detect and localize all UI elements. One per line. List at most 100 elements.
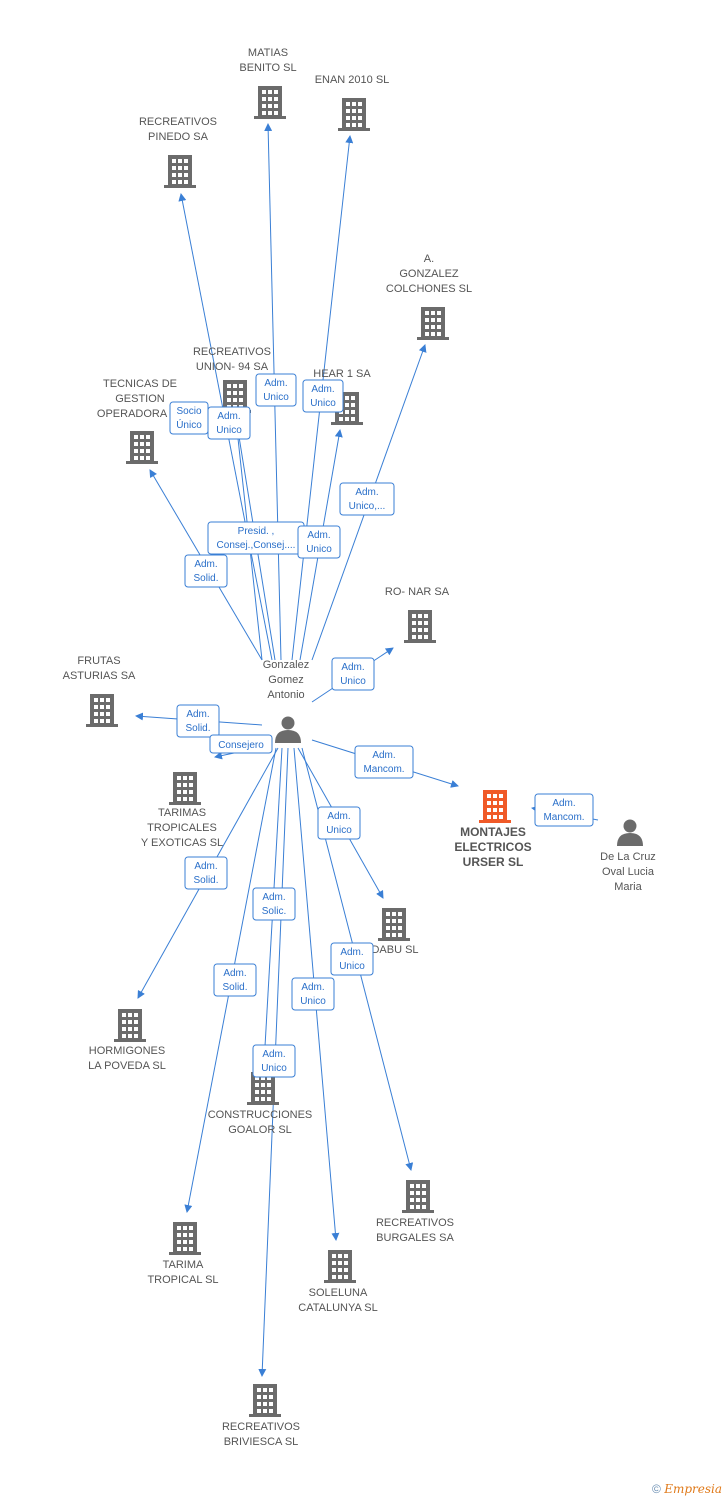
- person-icon: [617, 819, 643, 846]
- copyright-symbol: ©: [652, 1482, 661, 1496]
- edge-label[interactable]: Adm.Solic.: [252, 887, 296, 921]
- edge-label-text: Adm.: [264, 378, 287, 389]
- brand-logo: Empresia: [664, 1482, 722, 1496]
- edge-label-box: [291, 977, 335, 1011]
- edge-label[interactable]: Consejero: [209, 734, 273, 754]
- node-label: RECREATIVOS: [139, 116, 217, 128]
- node-label: RO- NAR SA: [385, 586, 450, 598]
- node-label: GOALOR SL: [228, 1124, 292, 1136]
- node-label: CATALUNYA SL: [298, 1302, 377, 1314]
- building-icon: [254, 86, 286, 119]
- edge-label-box: [252, 887, 296, 921]
- edge-label[interactable]: Adm.Unico: [302, 379, 344, 413]
- edge-label-box: [339, 482, 395, 516]
- edge-label[interactable]: Adm.Unico: [255, 373, 297, 407]
- edge-label-text: Socio: [176, 406, 201, 417]
- node-colchones[interactable]: A. GONZALEZ COLCHONES SL: [386, 253, 472, 340]
- node-label: ELECTRICOS: [454, 840, 531, 854]
- building-icon: [169, 772, 201, 805]
- node-label: RECREATIVOS: [193, 346, 271, 358]
- edge-label[interactable]: Adm.Unico: [330, 942, 374, 976]
- edge-label[interactable]: Adm. Unico: [297, 525, 341, 559]
- edge-label[interactable]: Adm.Solid.: [184, 554, 228, 588]
- node-goalor[interactable]: CONSTRUCCIONES GOALOR SL: [208, 1072, 313, 1136]
- node-label: UNION- 94 SA: [196, 361, 269, 373]
- node-enan[interactable]: ENAN 2010 SL: [315, 74, 390, 131]
- building-icon: [169, 1222, 201, 1255]
- edge-label-text: Consejero: [218, 740, 264, 751]
- edge-label-box: [209, 734, 273, 754]
- node-label: TECNICAS DE: [103, 378, 177, 390]
- edge-label-box: [176, 704, 220, 738]
- node-label: GONZALEZ: [399, 268, 459, 280]
- node-label: PINEDO SA: [148, 131, 209, 143]
- edge-label[interactable]: Presid. ,Consej.,Consej....: [207, 521, 305, 555]
- edge-label-text: Solid.: [193, 573, 218, 584]
- node-ronar[interactable]: RO- NAR SA: [385, 586, 450, 643]
- node-tecnicas[interactable]: TECNICAS DE GESTION OPERADORA SL: [97, 378, 183, 464]
- building-icon: [249, 1384, 281, 1417]
- node-label: Y EXOTICAS SL: [141, 837, 223, 849]
- edge-label-text: Adm.: [223, 968, 246, 979]
- edge-label-box: [354, 745, 414, 779]
- edge-label[interactable]: Adm.Solid.: [184, 856, 228, 890]
- edge-label-text: Unico: [339, 961, 365, 972]
- footer-brand[interactable]: © Empresia: [652, 1482, 722, 1496]
- node-label: OPERADORA SL: [97, 408, 183, 420]
- edge-label[interactable]: Adm.Mancom.: [354, 745, 414, 779]
- node-label: BURGALES SA: [376, 1232, 454, 1244]
- edge-label-box: [255, 373, 297, 407]
- edge-label[interactable]: Adm.Solid.: [176, 704, 220, 738]
- node-label: TROPICAL SL: [147, 1274, 218, 1286]
- edge-label-box: [534, 793, 594, 827]
- edge-label-text: Solic.: [262, 906, 286, 917]
- edge-label-box: [317, 806, 361, 840]
- node-label: TARIMA: [163, 1259, 204, 1271]
- node-label: Oval Lucia: [602, 866, 655, 878]
- edge-label-text: Adm.: [307, 530, 330, 541]
- edge-label-text: Unico: [340, 676, 366, 687]
- edge-label[interactable]: Adm.Mancom.: [534, 793, 594, 827]
- node-hear1[interactable]: HEAR 1 SA: [313, 368, 371, 425]
- node-label: TROPICALES: [147, 822, 217, 834]
- edge-label[interactable]: Adm.Solid.: [213, 963, 257, 997]
- edge-label[interactable]: Adm.Unico: [252, 1044, 296, 1078]
- node-label: COLCHONES SL: [386, 283, 472, 295]
- node-label: MONTAJES: [460, 825, 526, 839]
- edge-label-text: Unico: [261, 1063, 287, 1074]
- edge-label-text: Unico: [306, 544, 332, 555]
- node-tarima[interactable]: TARIMA TROPICAL SL: [147, 1222, 219, 1286]
- edge-label-text: Presid. ,: [238, 526, 275, 537]
- edge-label[interactable]: Adm.Unico,...: [339, 482, 395, 516]
- node-pinedo[interactable]: RECREATIVOS PINEDO SA: [139, 116, 217, 188]
- node-union94[interactable]: RECREATIVOS UNION- 94 SA: [193, 346, 271, 413]
- edge-label-text: Adm.: [552, 798, 575, 809]
- node-label: A.: [424, 253, 434, 265]
- building-icon: [164, 155, 196, 188]
- node-label: ENAN 2010 SL: [315, 74, 390, 86]
- edge-label-box: [297, 525, 341, 559]
- edge-label[interactable]: Adm.Unico: [317, 806, 361, 840]
- edge-label[interactable]: Adm.Unico: [331, 657, 375, 691]
- node-label: GESTION: [115, 393, 165, 405]
- edge-label-box: [330, 942, 374, 976]
- node-dabu[interactable]: DABU SL: [371, 908, 419, 956]
- edge-label[interactable]: Adm.Unico: [207, 406, 251, 440]
- building-icon: [378, 908, 410, 941]
- edge-label-box: [331, 657, 375, 691]
- node-label: CONSTRUCCIONES: [208, 1109, 313, 1121]
- edge-label[interactable]: Adm.Unico: [291, 977, 335, 1011]
- node-label: Gomez: [268, 674, 303, 686]
